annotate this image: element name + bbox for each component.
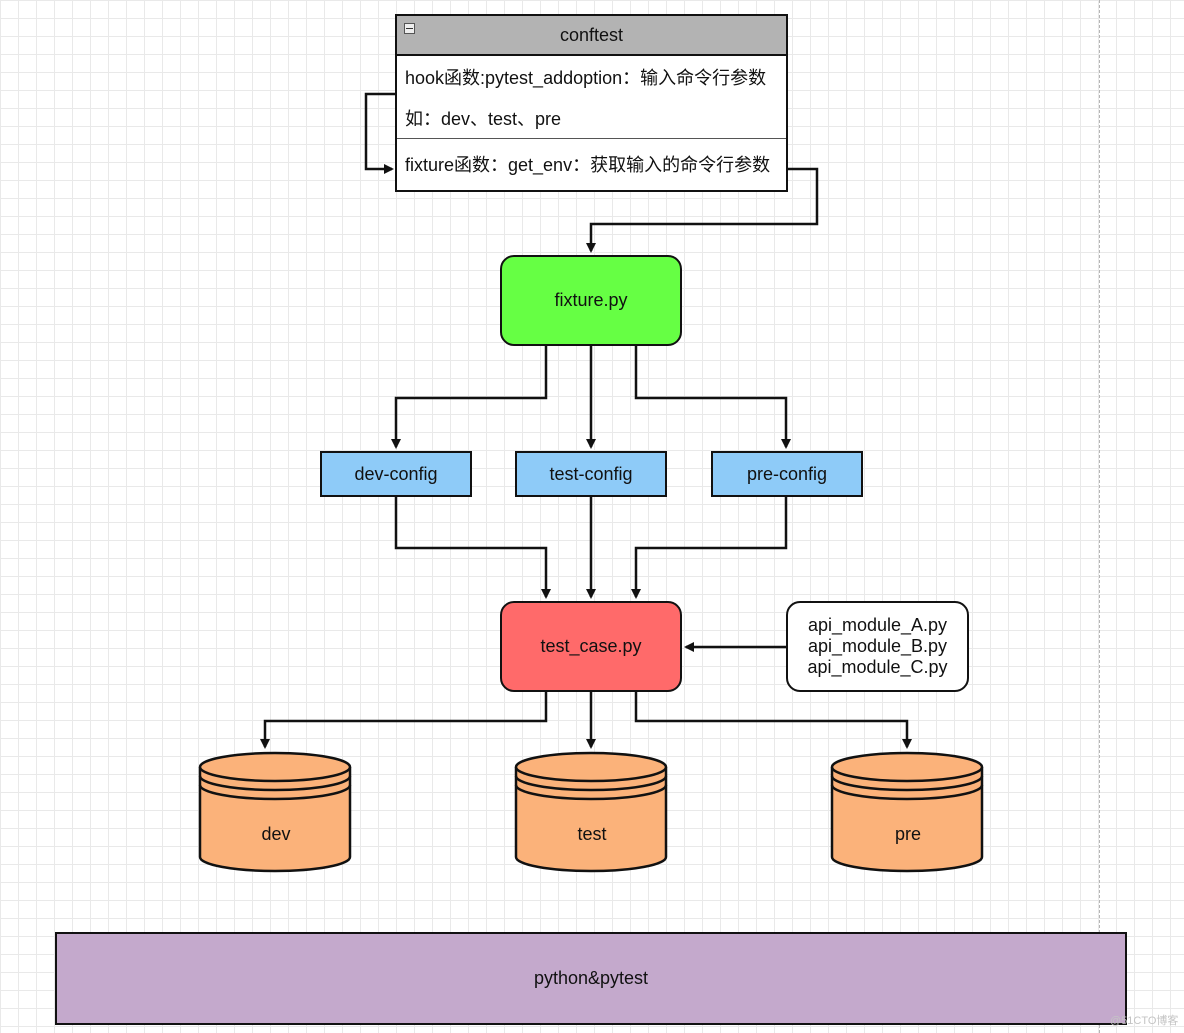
- connector-pre-config-to-test-case: [631, 497, 788, 599]
- pre-config-label: pre-config: [746, 463, 828, 484]
- database-dev: [198, 751, 352, 873]
- conftest-box[interactable]: conftest hook函数:pytest_addoption：输入命令行参数…: [395, 14, 788, 192]
- test-config-node[interactable]: test-config: [515, 451, 667, 497]
- pre-config-node[interactable]: pre-config: [711, 451, 863, 497]
- conftest-title: conftest: [559, 24, 624, 45]
- dev-config-label: dev-config: [354, 463, 438, 484]
- connector-hook-to-fixture-func: [364, 92, 395, 174]
- db-test-label: test: [577, 824, 607, 844]
- test-config-label: test-config: [549, 463, 633, 484]
- watermark: @51CTO博客: [1110, 1015, 1179, 1027]
- conftest-header: conftest: [397, 16, 786, 56]
- fixture-label: fixture.py: [554, 290, 628, 310]
- fixture-node[interactable]: fixture.py: [500, 255, 682, 346]
- db-dev-label: dev: [261, 824, 291, 844]
- api-module-a-label: api_module_A.py: [807, 615, 948, 635]
- api-module-c-label: api_module_C.py: [807, 657, 948, 677]
- connector-test-case-to-db-pre: [634, 692, 912, 749]
- api-modules-node[interactable]: api_module_A.py api_module_B.py api_modu…: [786, 601, 969, 692]
- api-module-b-label: api_module_B.py: [807, 636, 948, 656]
- conftest-divider: [397, 138, 786, 139]
- conftest-fixture-row: fixture函数：get_env：获取输入的命令行参数: [405, 155, 771, 175]
- connector-dev-config-to-test-case: [394, 497, 551, 599]
- connector-test-case-to-db-dev: [260, 692, 548, 749]
- test-case-label: test_case.py: [540, 636, 642, 656]
- database-pre: [830, 751, 984, 873]
- connector-fixture-to-dev-config: [391, 346, 548, 449]
- db-pre-label: pre: [894, 824, 921, 844]
- platform-label: python&pytest: [533, 968, 649, 988]
- connector-conftest-to-fixture: [586, 167, 819, 253]
- connector-fixture-to-pre-config: [634, 346, 791, 449]
- platform-node[interactable]: python&pytest: [55, 932, 1127, 1025]
- dev-config-node[interactable]: dev-config: [320, 451, 472, 497]
- test-case-node[interactable]: test_case.py: [500, 601, 682, 692]
- page-boundary-line: [1099, 0, 1100, 1033]
- database-test: [514, 751, 668, 873]
- collapse-icon[interactable]: [404, 23, 415, 34]
- conftest-example-row: 如：dev、test、pre: [405, 109, 562, 129]
- conftest-hook-row: hook函数:pytest_addoption：输入命令行参数: [405, 68, 767, 88]
